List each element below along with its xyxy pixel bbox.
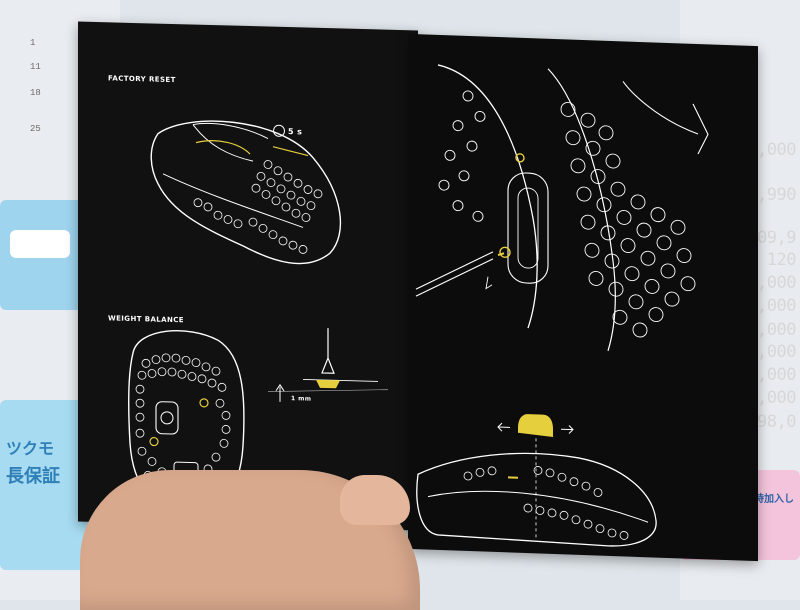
mouse-bottom-diagram: [128, 328, 389, 511]
bg-number: 25: [30, 124, 41, 134]
promo-text: 長保証: [6, 466, 60, 487]
promo-card-panel: [10, 230, 70, 258]
price-label: 120: [766, 250, 797, 270]
bg-number: 18: [30, 88, 41, 98]
price-label: 109,9: [747, 228, 796, 248]
measure-label: 1 mm: [291, 395, 312, 403]
screwdriver-closeup-diagram: [415, 64, 709, 352]
promo-card: [0, 400, 90, 570]
thumb: [340, 475, 410, 525]
mouse-top-diagram: [150, 120, 342, 265]
manual-right-page: [408, 33, 758, 562]
manual-left-page: FACTORY RESET 5 s WEIGHT BAL: [78, 21, 418, 531]
bg-number: 11: [30, 62, 41, 72]
promo-text: ツクモ: [6, 439, 55, 458]
mouse-side-diagram: [416, 414, 657, 547]
price-label: 198,0: [747, 412, 796, 432]
bg-number: 1: [30, 38, 36, 48]
